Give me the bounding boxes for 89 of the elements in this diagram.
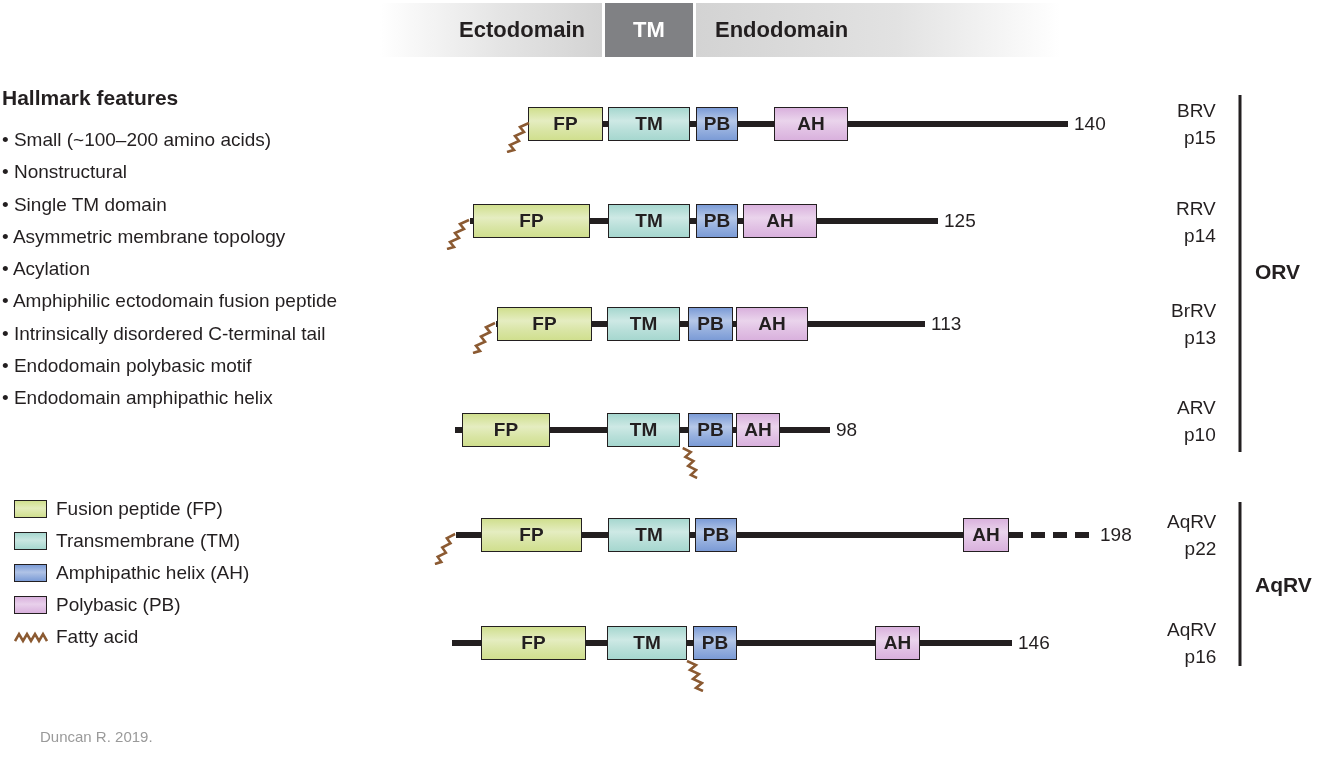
backbone-line [456,532,481,538]
domain-box: TM [607,626,687,660]
heading: Hallmark features [2,86,179,110]
backbone-line [737,532,963,538]
backbone-line [733,427,736,433]
domain-box: TM [608,107,690,141]
domain-box: PB [688,413,733,447]
zigzag-icon [446,218,470,250]
feature-item: • Nonstructural [2,160,127,184]
domain-box: TM [608,204,690,238]
domain-box: TM [608,518,690,552]
backbone-line [455,427,462,433]
backbone-line [738,121,774,127]
length-label: 125 [938,209,976,233]
zigzag-icon [434,532,456,565]
protein-label: BRV p15 [1177,99,1216,150]
length-label: 198 [1094,523,1132,547]
backbone-line [496,321,497,327]
backbone-line [920,640,1012,646]
length-label: 113 [925,312,962,336]
legend-label: Amphipathic helix (AH) [56,561,250,585]
legend-label: Transmembrane (TM) [56,529,241,553]
legend-label: Fusion peptide (FP) [56,497,223,521]
backbone-line [690,121,696,127]
length-label: 140 [1068,112,1106,136]
domain-box: PB [696,107,738,141]
feature-item: • Amphiphilic ectodomain fusion peptide [2,289,338,313]
feature-item: • Small (~100–200 amino acids) [2,128,272,152]
backbone-line [848,121,1068,127]
domain-box: PB [688,307,733,341]
backbone-line [738,218,743,224]
protein-label: AqRV p16 [1167,618,1217,669]
domain-box: AH [774,107,848,141]
domain-box: AH [963,518,1009,552]
zigzag-icon [680,447,698,479]
backbone-line [603,121,608,127]
domain-box: AH [743,204,817,238]
length-label: 146 [1012,631,1050,655]
backbone-line [582,532,608,538]
citation-text: Duncan R. 2019. [40,728,153,745]
length-label: 98 [830,418,858,442]
domain-box: AH [736,307,808,341]
backbone-line [680,321,688,327]
backbone-line [586,640,607,646]
backbone-line [590,218,608,224]
zigzag-icon [684,660,704,692]
protein-label: RRV p14 [1176,197,1216,248]
domain-box: AH [875,626,920,660]
backbone-line [733,321,736,327]
group-label: AqRV [1255,573,1312,597]
domain-box: PB [696,204,738,238]
domain-box: PB [693,626,737,660]
domain-box: TM [607,307,680,341]
legend-label: Polybasic (PB) [56,593,181,617]
feature-item: • Endodomain polybasic motif [2,354,252,378]
protein-label: AqRV p22 [1167,510,1217,561]
backbone-line [690,532,695,538]
feature-item: • Intrinsically disordered C-terminal tail [2,322,326,346]
zigzag-icon [472,321,496,354]
protein-label: ARV p10 [1177,396,1216,447]
domain-box: FP [473,204,590,238]
backbone-line [592,321,607,327]
region-band: TM [605,3,693,57]
backbone-line [687,640,693,646]
feature-item: • Endodomain amphipathic helix [2,386,273,410]
feature-item: • Single TM domain [2,193,167,217]
backbone-line [817,218,938,224]
backbone-line [550,427,607,433]
domain-box: FP [462,413,550,447]
backbone-line [808,321,925,327]
domain-box: FP [481,626,586,660]
domain-box: AH [736,413,780,447]
protein-label: BrRV p13 [1171,299,1217,350]
domain-box: FP [481,518,582,552]
domain-box: TM [607,413,680,447]
domain-box: FP [497,307,592,341]
backbone-line [680,427,688,433]
feature-item: • Asymmetric membrane topology [2,225,286,249]
legend-label: Fatty acid [56,625,139,649]
backbone-line [690,218,696,224]
zigzag-icon [506,121,530,153]
feature-item: • Acylation [2,257,90,281]
backbone-line [737,640,875,646]
backbone-line [780,427,830,433]
group-label: ORV [1255,260,1301,284]
backbone-line [470,218,473,224]
domain-box: FP [528,107,603,141]
domain-box: PB [695,518,737,552]
backbone-line [452,640,481,646]
